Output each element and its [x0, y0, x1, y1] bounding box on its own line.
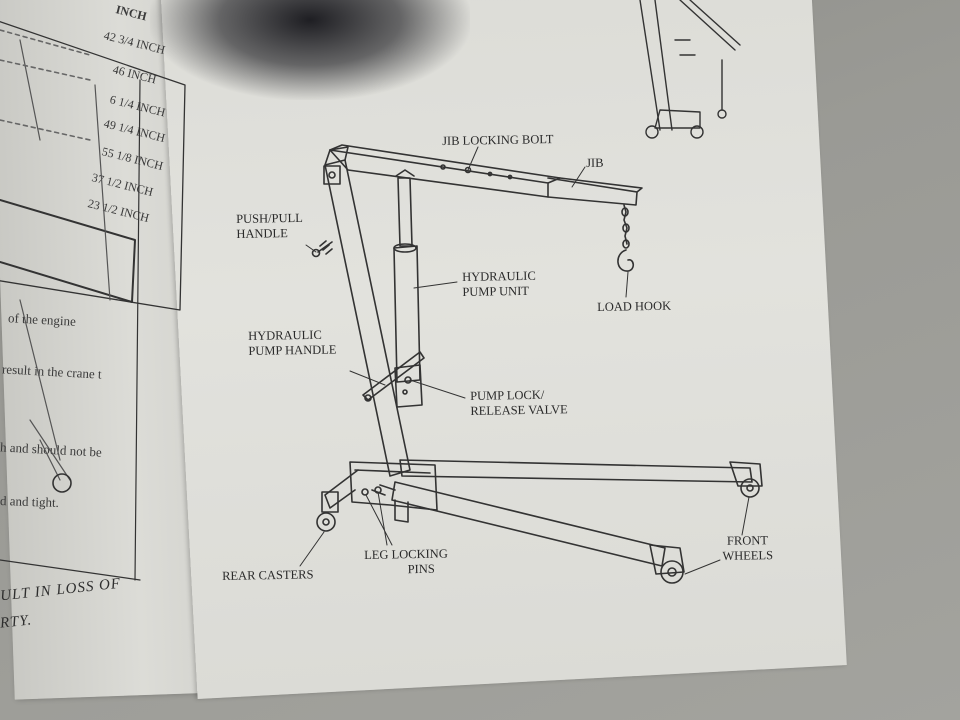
label-jib: JIB	[586, 155, 604, 170]
front-wheels-line-1: FRONT	[726, 533, 769, 548]
label-hydraulic-pump-handle: HYDRAULIC PUMP HANDLE	[248, 327, 337, 359]
left-wheel	[52, 473, 72, 493]
left-spec-box	[0, 21, 186, 311]
leader-lines	[299, 146, 750, 575]
push-pull-handle-art	[311, 240, 333, 258]
left-sketch-lines	[19, 39, 111, 481]
pump-unit-line-2: PUMP UNIT	[462, 283, 530, 299]
label-hydraulic-pump-unit: HYDRAULIC PUMP UNIT	[462, 269, 536, 300]
label-push-pull-handle: PUSH/PULL HANDLE	[236, 211, 303, 242]
pump-unit-line-1: HYDRAULIC	[462, 268, 536, 284]
front-leg-left	[391, 481, 685, 584]
load-hook-art	[617, 204, 635, 272]
label-leg-locking-pins: LEG LOCKING PINS	[364, 547, 448, 578]
front-wheels-line-2: WHEELS	[722, 548, 774, 563]
left-dimension-bar	[0, 199, 136, 303]
label-rear-casters: REAR CASTERS	[222, 567, 314, 583]
jib-arm	[329, 144, 643, 206]
base-frame	[316, 461, 438, 532]
left-dashed-lines	[0, 29, 91, 141]
leg-pins-line-1: LEG LOCKING	[364, 546, 448, 562]
label-jib-locking-bolt: JIB LOCKING BOLT	[442, 132, 554, 148]
pump-handle-line-1: HYDRAULIC	[248, 327, 322, 343]
hydraulic-cylinder	[393, 169, 421, 383]
camera-shadow	[150, 0, 470, 100]
left-box-side	[134, 79, 141, 581]
leg-pins-line-2: PINS	[407, 561, 435, 577]
pump-lock-line-1: PUMP LOCK/	[470, 387, 545, 403]
push-pull-line-1: PUSH/PULL	[236, 210, 303, 226]
label-pump-lock-release-valve: PUMP LOCK/ RELEASE VALVE	[470, 387, 568, 419]
pump-handle-line-2: PUMP HANDLE	[248, 342, 337, 358]
left-box-bottom	[0, 559, 141, 581]
pump-lock-line-2: RELEASE VALVE	[470, 402, 568, 418]
mini-crane	[639, 0, 741, 139]
mast	[323, 146, 411, 477]
push-pull-line-2: HANDLE	[236, 226, 288, 241]
label-front-wheels: FRONT WHEELS	[722, 533, 773, 564]
label-load-hook: LOAD HOOK	[597, 298, 672, 314]
front-leg-right	[399, 459, 763, 498]
